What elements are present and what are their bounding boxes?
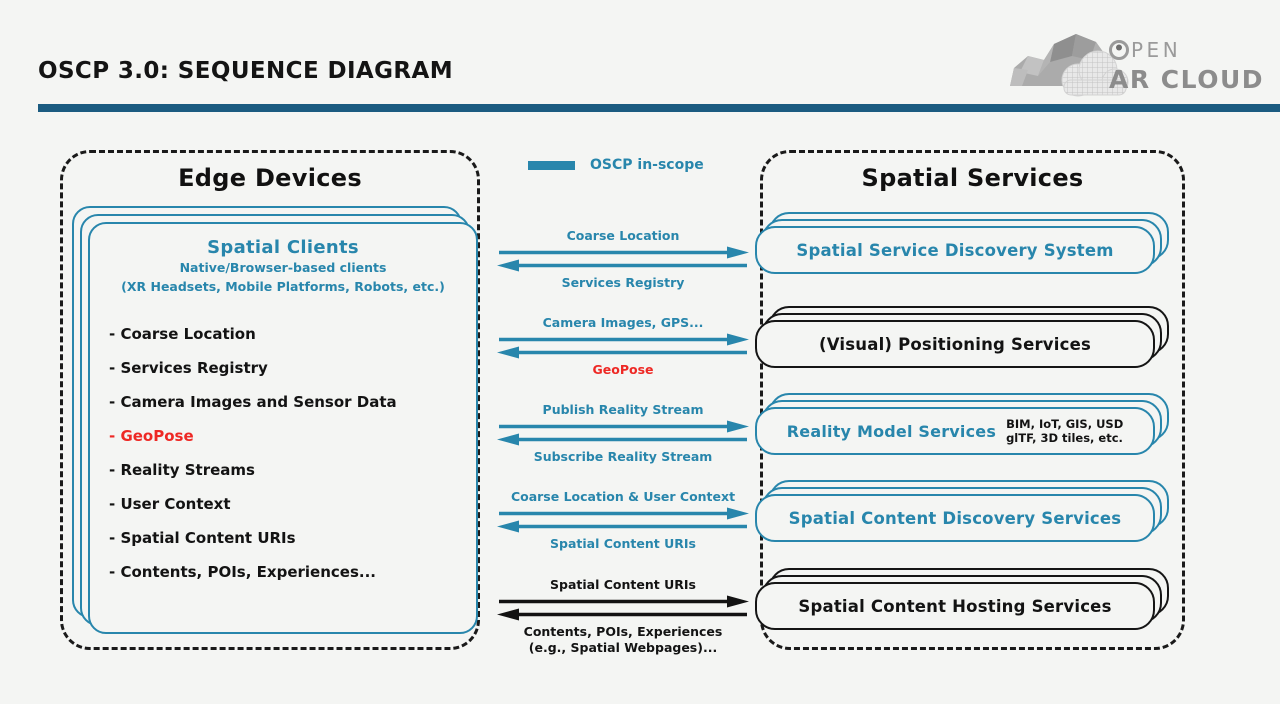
open-ar-cloud-logo: PEN AR CLOUD xyxy=(1002,22,1270,104)
flow-service-discovery: Coarse Location Services Registry xyxy=(497,228,749,291)
flow-to-label: Publish Reality Stream xyxy=(542,402,704,417)
spatial-services-panel: Spatial Services xyxy=(760,150,1185,650)
bidirectional-arrow-icon xyxy=(497,333,749,359)
service-box: Spatial Service Discovery System xyxy=(755,226,1155,274)
service-label: (Visual) Positioning Services xyxy=(818,334,1092,354)
service-label: Spatial Content Discovery Services xyxy=(788,508,1122,528)
list-item-geopose: - GeoPose xyxy=(109,427,194,445)
service-label: Reality Model Services xyxy=(786,421,997,441)
spatial-clients-list: - Coarse Location - Services Registry - … xyxy=(90,317,476,589)
flow-from-label: Services Registry xyxy=(561,275,685,290)
list-item: - Coarse Location xyxy=(109,325,256,343)
spatial-services-title: Spatial Services xyxy=(861,164,1084,192)
logo-word-arcloud: AR CLOUD xyxy=(1109,65,1264,94)
page-title: OSCP 3.0: SEQUENCE DIAGRAM xyxy=(38,58,453,84)
edge-devices-title: Edge Devices xyxy=(178,164,362,192)
list-item: - Camera Images and Sensor Data xyxy=(109,393,397,411)
flow-from-label: Subscribe Reality Stream xyxy=(533,449,713,464)
list-item: - Reality Streams xyxy=(109,461,255,479)
service-box: Spatial Content Discovery Services xyxy=(755,494,1155,542)
service-box: (Visual) Positioning Services xyxy=(755,320,1155,368)
flow-reality-model: Publish Reality Stream Subscribe Reality… xyxy=(497,402,749,465)
logo-word-open: PEN xyxy=(1131,38,1181,62)
bidirectional-arrow-icon xyxy=(497,595,749,621)
flow-from-label-line1: Contents, POIs, Experiences xyxy=(523,624,723,639)
header-rule xyxy=(38,104,1280,112)
list-item: - Services Registry xyxy=(109,359,268,377)
service-label: Spatial Service Discovery System xyxy=(796,240,1114,260)
service-note-line2: glTF, 3D tiles, etc. xyxy=(1006,431,1123,445)
spatial-clients-subtitle2: (XR Headsets, Mobile Platforms, Robots, … xyxy=(121,279,445,294)
flow-from-label-geopose: GeoPose xyxy=(592,362,654,377)
list-item: - Spatial Content URIs xyxy=(109,529,296,547)
list-item: - User Context xyxy=(109,495,231,513)
service-note: BIM, IoT, GIS, USD glTF, 3D tiles, etc. xyxy=(1006,417,1123,445)
bidirectional-arrow-icon xyxy=(497,507,749,533)
flow-positioning: Camera Images, GPS... GeoPose xyxy=(497,315,749,378)
legend-swatch xyxy=(528,160,575,170)
spatial-clients-box: Spatial Clients Native/Browser-based cli… xyxy=(88,222,478,634)
legend-label: OSCP in-scope xyxy=(590,157,704,173)
service-label: Spatial Content Hosting Services xyxy=(798,596,1112,616)
spatial-clients-subtitle1: Native/Browser-based clients xyxy=(179,260,387,275)
spatial-clients-title: Spatial Clients xyxy=(207,237,359,258)
flow-from-label: Spatial Content URIs xyxy=(550,536,696,551)
list-item: - Contents, POIs, Experiences... xyxy=(109,563,376,581)
service-note-line1: BIM, IoT, GIS, USD xyxy=(1006,417,1124,431)
legend-oscp-in-scope: OSCP in-scope xyxy=(528,157,704,173)
flow-to-label: Coarse Location & User Context xyxy=(510,489,736,504)
service-box: Reality Model Services BIM, IoT, GIS, US… xyxy=(755,407,1155,455)
flow-to-label: Spatial Content URIs xyxy=(550,577,696,592)
cloud-logo-icon: PEN AR CLOUD xyxy=(1010,34,1264,97)
logo-o-icon xyxy=(1109,40,1129,60)
flow-content-hosting: Spatial Content URIs Contents, POIs, Exp… xyxy=(497,577,749,656)
bidirectional-arrow-icon xyxy=(497,420,749,446)
flow-content-discovery: Coarse Location & User Context Spatial C… xyxy=(497,489,749,552)
service-box: Spatial Content Hosting Services xyxy=(755,582,1155,630)
bidirectional-arrow-icon xyxy=(497,246,749,272)
edge-devices-panel: Edge Devices xyxy=(60,150,480,650)
flow-to-label: Camera Images, GPS... xyxy=(542,315,704,330)
flow-to-label: Coarse Location xyxy=(566,228,680,243)
flow-from-label-line2: (e.g., Spatial Webpages)... xyxy=(528,640,718,655)
